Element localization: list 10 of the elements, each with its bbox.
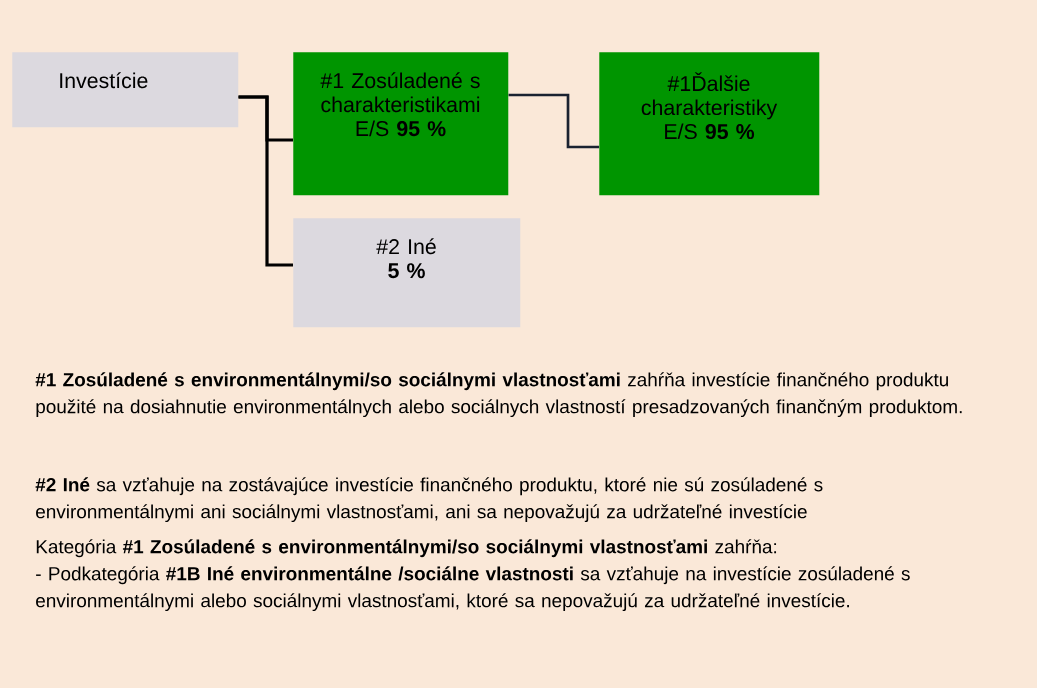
connector-line [238, 95, 293, 267]
paragraph: - Podkategória #1B Iné environmentálne /sociálne vlastnosti sa vzťahuje na investície zosúladené s environmentálnymi alebo sociálnymi vlastnosťami, ktoré sa nepovažujú za udržateľné investície. [36, 566, 910, 612]
connector-line [508, 93, 599, 149]
paragraph: Kategória #1 Zosúladené s environmentálnymi/so sociálnymi vlastnosťami zahŕňa: [36, 539, 777, 558]
category-box: #1Ďalšie charakteristiky E/S 95 % [599, 52, 820, 196]
paragraph: #1 Zosúladené s environmentálnymi/so sociálnymi vlastnosťami zahŕňa investície finančného produktu použité na dosiahnutie environmentálnych alebo sociálnych vlastností presadzovaných finančným produktom. [35, 372, 962, 418]
category-box: #1 Zosúladené s charakteristikami E/S 95 % [293, 52, 509, 196]
paragraph: #2 Iné sa vzťahuje na zostávajúce investície finančného produktu, ktoré nie sú zosúladené s environmentálnymi ani sociálnymi vlastnosťami, ani sa nepovažujú za udržateľné investície [35, 477, 823, 523]
category-box: #2 Iné 5 % [293, 218, 521, 328]
category-box: Investície [12, 52, 239, 128]
